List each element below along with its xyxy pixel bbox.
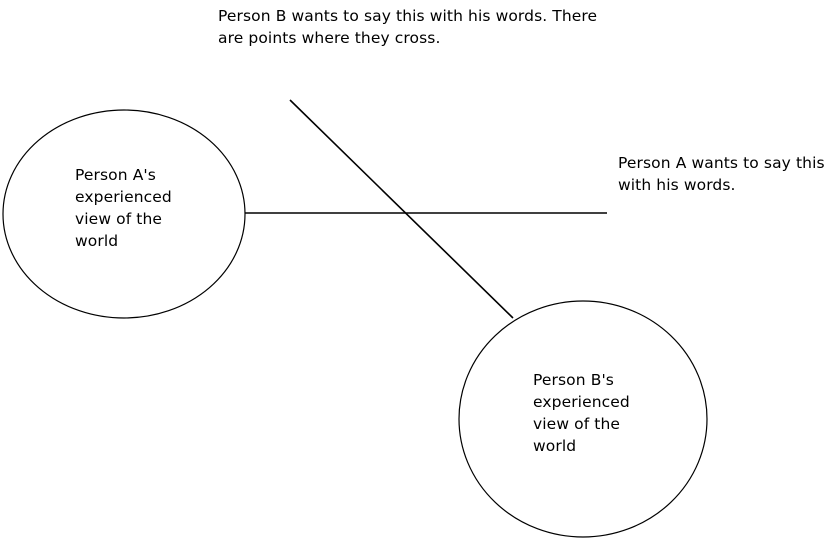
label-circle-person-b: Person B's experienced view of the world [533, 371, 630, 455]
caption-person-b: Person B wants to say this with his word… [218, 7, 598, 47]
circle-person-a[interactable] [2, 109, 246, 319]
circle-person-b[interactable] [458, 300, 708, 538]
line-person-b-words[interactable] [289, 99, 514, 319]
caption-person-a: Person A wants to say this with his word… [618, 154, 825, 194]
label-circle-person-a: Person A's experienced view of the world [75, 166, 172, 250]
